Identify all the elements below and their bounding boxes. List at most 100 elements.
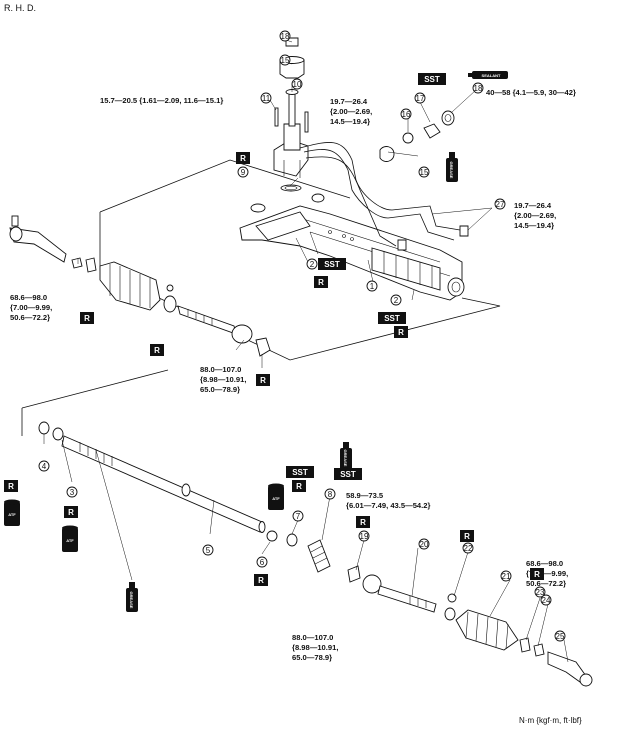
grease-can-15: GREASE <box>446 152 458 182</box>
bushing-3 <box>52 427 64 441</box>
callout-19: 18 <box>281 32 290 41</box>
svg-text:R: R <box>84 314 90 323</box>
svg-text:{8.98—10.91,: {8.98—10.91, <box>200 375 246 384</box>
callouts: 18 15 10 11 9 2 1 2 16 17 18 15 27 4 3 5… <box>38 30 566 642</box>
steering-gear-housing <box>239 193 465 301</box>
rhd-label: R. H. D. <box>4 3 36 13</box>
callout-8: 8 <box>328 490 333 499</box>
callout-27: 27 <box>496 200 505 209</box>
rack <box>61 435 266 533</box>
svg-text:R: R <box>258 576 264 585</box>
svg-text:{7.00—9.99,: {7.00—9.99, <box>526 569 568 578</box>
right-boot <box>455 609 519 651</box>
svg-text:SST: SST <box>292 468 308 477</box>
callout-7: 7 <box>296 512 301 521</box>
badge-sst-18: SST <box>418 73 446 85</box>
svg-text:SST: SST <box>424 75 440 84</box>
svg-text:R: R <box>398 328 404 337</box>
svg-text:65.0—78.9}: 65.0—78.9} <box>200 385 240 394</box>
badge-r-housing: R <box>314 276 328 288</box>
torque-specs: 15.7—20.5 {1.61—2.09, 11.6—15.1} 40—58 {… <box>10 88 576 662</box>
badge-r-4: R <box>4 480 18 492</box>
badge-sst-2a: SST <box>318 258 346 270</box>
callout-21: 20 <box>420 540 429 549</box>
callout-4: 4 <box>42 462 47 471</box>
svg-text:R: R <box>296 482 302 491</box>
badge-r-7: R <box>292 480 306 492</box>
badge-sst-2b: SST <box>378 312 406 324</box>
left-boot <box>99 261 177 313</box>
torque-18: 40—58 {4.1—5.9, 30—42} <box>486 88 576 97</box>
svg-text:GREASE: GREASE <box>343 450 348 467</box>
badge-r-left-end: R <box>80 312 94 324</box>
callout-18: 18 <box>474 84 483 93</box>
badge-sst-8: SST <box>334 468 362 480</box>
badge-sst-7: SST <box>286 466 314 478</box>
callout-24: 23 <box>536 588 545 597</box>
svg-text:68.6—98.0: 68.6—98.0 <box>526 559 563 568</box>
callout-2a: 2 <box>310 260 315 269</box>
svg-text:58.9—73.5: 58.9—73.5 <box>346 491 384 500</box>
badge-r-left-tie: R <box>256 374 270 386</box>
svg-text:{6.01—7.49, 43.5—54.2}: {6.01—7.49, 43.5—54.2} <box>346 501 430 510</box>
sst-badges: SST SST SST SST SST <box>286 73 446 480</box>
right-tie-rod-end <box>519 637 593 687</box>
callout-16: 16 <box>402 110 411 119</box>
badge-r-3: R <box>64 506 78 518</box>
svg-text:68.6—98.0: 68.6—98.0 <box>10 293 47 302</box>
svg-text:14.5—19.4}: 14.5—19.4} <box>330 117 370 126</box>
callout-15: 15 <box>420 168 429 177</box>
svg-text:{8.98—10.91,: {8.98—10.91, <box>292 643 338 652</box>
callout-9: 9 <box>241 168 246 177</box>
svg-text:GREASE: GREASE <box>129 592 134 609</box>
oil-seal-4 <box>38 421 50 435</box>
svg-text:ATF: ATF <box>66 538 74 543</box>
sealant-tube: SEALANT <box>468 71 508 79</box>
svg-text:R: R <box>240 154 246 163</box>
svg-text:{7.00—9.99,: {7.00—9.99, <box>10 303 52 312</box>
atf-can-4: ATF <box>4 499 20 526</box>
badge-r-housing-2: R <box>394 326 408 338</box>
callout-2b: 2 <box>394 296 399 305</box>
badge-r-8: R <box>356 516 370 528</box>
callout-22: 21 <box>502 572 511 581</box>
callout-20: 19 <box>360 532 369 541</box>
callout-25: 24 <box>542 596 551 605</box>
svg-text:50.6—72.2}: 50.6—72.2} <box>526 579 566 588</box>
torque-10: 15.7—20.5 {1.61—2.09, 11.6—15.1} <box>100 96 223 105</box>
lower-frame-top <box>21 369 169 409</box>
svg-text:R: R <box>534 570 540 579</box>
replace-badges: R R R R R R R R R R R R R <box>4 152 544 586</box>
bush-8 <box>307 539 331 573</box>
units-label: N·m {kgf·m, ft·lbf} <box>519 716 582 725</box>
badge-r-23: R <box>460 530 474 542</box>
svg-text:R: R <box>260 376 266 385</box>
callout-3: 3 <box>70 488 75 497</box>
svg-text:ATF: ATF <box>272 496 280 501</box>
svg-text:GREASE: GREASE <box>449 162 454 179</box>
seal-7 <box>286 533 298 547</box>
svg-text:R: R <box>360 518 366 527</box>
callout-1: 1 <box>370 282 375 291</box>
callout-11: 11 <box>262 94 271 103</box>
grease-can-rack: GREASE <box>126 582 138 612</box>
svg-text:R: R <box>68 508 74 517</box>
callout-17: 17 <box>416 94 425 103</box>
atf-can-3: ATF <box>62 525 78 552</box>
grease-can-8: GREASE <box>340 442 352 470</box>
svg-text:SST: SST <box>324 260 340 269</box>
badge-r-pinion: R <box>236 152 250 164</box>
svg-text:SST: SST <box>340 470 356 479</box>
valve-parts <box>379 110 455 162</box>
callout-10: 10 <box>293 80 302 89</box>
left-inner-tie-rod <box>177 305 271 357</box>
callout-6: 6 <box>260 558 265 567</box>
upper-frame <box>99 212 501 361</box>
svg-text:19.7—26.4: 19.7—26.4 <box>514 201 552 210</box>
svg-text:65.0—78.9}: 65.0—78.9} <box>292 653 332 662</box>
badge-r-left-seal: R <box>150 344 164 356</box>
badge-r-6: R <box>254 574 268 586</box>
svg-text:14.5—19.4}: 14.5—19.4} <box>514 221 554 230</box>
right-inner-tie-rod <box>347 565 457 621</box>
